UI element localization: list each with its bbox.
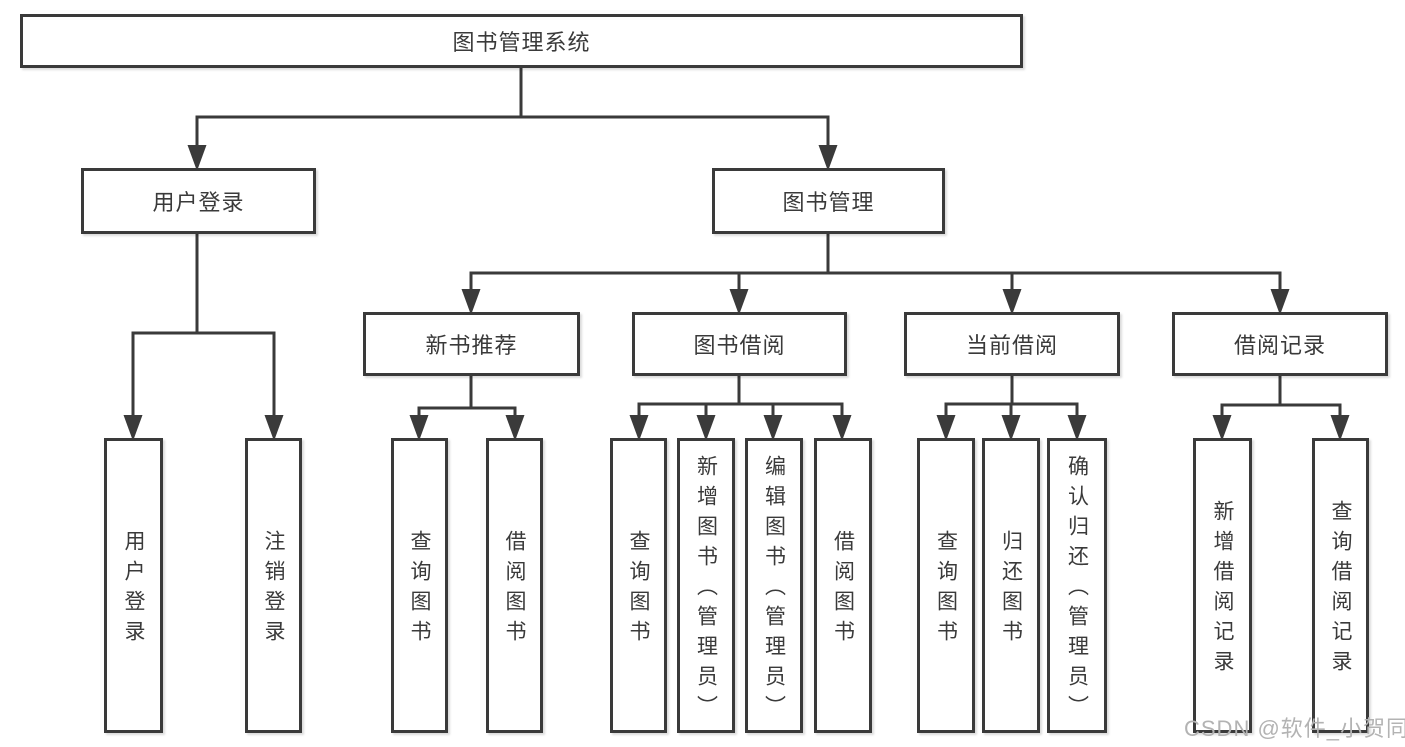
node-leaf-edit-book-admin: 编辑图书（管理员）	[745, 438, 803, 733]
node-leaf-borrow-book-2: 借阅图书	[814, 438, 872, 733]
connector-borrow-record-to-leaves	[1212, 374, 1350, 441]
connector-current-borrow-to-leaves	[936, 374, 1087, 441]
node-label: 归还图书	[999, 530, 1023, 650]
node-leaf-add-borrow-record: 新增借阅记录	[1193, 438, 1252, 733]
node-label: 新书推荐	[425, 333, 518, 358]
node-leaf-query-book-2: 查询图书	[610, 438, 667, 733]
node-label: 用户登录	[122, 530, 145, 650]
node-label: 新增借阅记录	[1211, 500, 1234, 680]
csdn-watermark: CSDN @软件_小贺同学	[1184, 716, 1405, 741]
node-label: 图书管理系统	[452, 30, 591, 55]
node-label: 图书借阅	[693, 333, 786, 358]
node-label: 查询图书	[408, 530, 431, 650]
node-label: 用户登录	[152, 190, 245, 215]
node-borrow-record: 借阅记录	[1172, 312, 1388, 376]
connector-root-to-level2	[187, 66, 838, 171]
node-book-management: 图书管理	[712, 168, 945, 234]
node-leaf-query-book-3: 查询图书	[917, 438, 975, 733]
node-leaf-query-book-1: 查询图书	[391, 438, 448, 733]
node-leaf-confirm-return-admin: 确认归还（管理员）	[1047, 438, 1107, 733]
node-leaf-logout: 注销登录	[245, 438, 302, 733]
node-book-borrow: 图书借阅	[632, 312, 847, 376]
node-label: 借阅图书	[503, 530, 526, 650]
node-label: 查询借阅记录	[1329, 500, 1352, 680]
node-root-system: 图书管理系统	[20, 14, 1023, 68]
node-label: 查询图书	[627, 530, 650, 650]
node-leaf-query-borrow-record: 查询借阅记录	[1312, 438, 1369, 733]
node-label: 编辑图书（管理员）	[762, 455, 786, 725]
node-label: 确认归还（管理员）	[1065, 455, 1089, 725]
connector-book-mgmt-to-level3	[461, 232, 1290, 315]
node-leaf-borrow-book-1: 借阅图书	[486, 438, 543, 733]
node-label: 图书管理	[782, 190, 875, 215]
node-label: 查询图书	[934, 530, 958, 650]
node-new-book-recommend: 新书推荐	[363, 312, 580, 376]
node-label: 新增图书（管理员）	[694, 455, 718, 725]
node-current-borrow: 当前借阅	[904, 312, 1120, 376]
node-user-login: 用户登录	[81, 168, 316, 234]
node-label: 借阅记录	[1233, 333, 1326, 358]
connector-book-borrow-to-leaves	[629, 374, 852, 441]
node-leaf-user-login: 用户登录	[104, 438, 163, 733]
node-label: 当前借阅	[965, 333, 1058, 358]
connector-new-book-rec-to-leaves	[409, 374, 525, 441]
node-leaf-add-book-admin: 新增图书（管理员）	[677, 438, 735, 733]
node-label: 借阅图书	[831, 530, 855, 650]
connector-user-login-to-leaves	[123, 232, 284, 441]
node-leaf-return-book: 归还图书	[982, 438, 1040, 733]
node-label: 注销登录	[262, 530, 285, 650]
